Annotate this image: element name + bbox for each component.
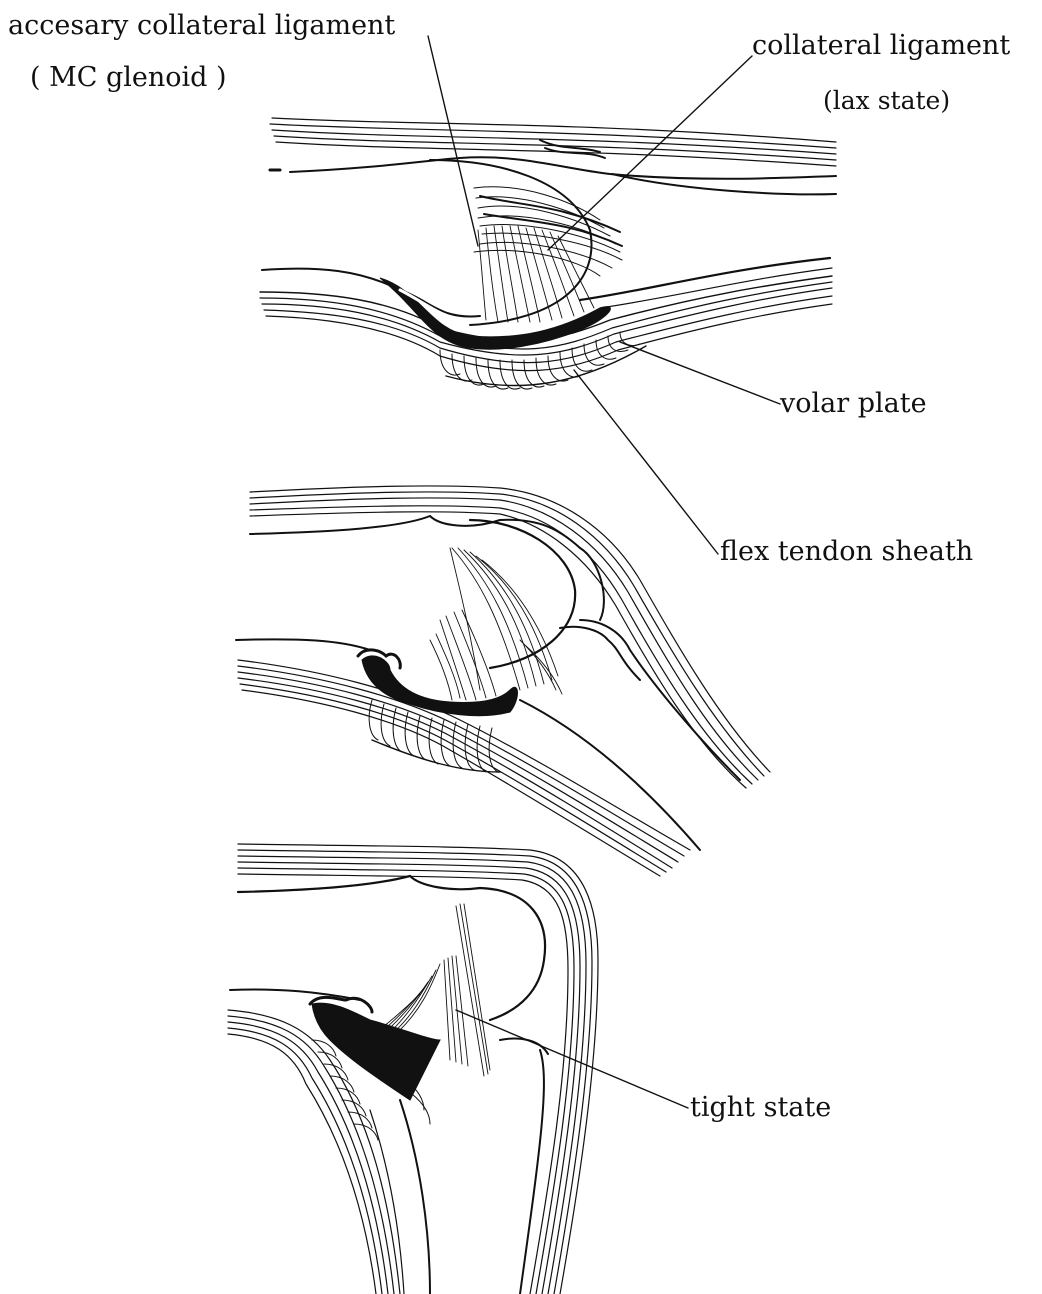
volar-plate-label: volar plate — [780, 390, 927, 417]
mc-glenoid-label: ( MC glenoid ) — [30, 64, 227, 91]
accessory-collateral-ligament-label: accesary collateral ligament — [8, 12, 395, 39]
leader-flex — [574, 370, 718, 554]
flex-tendon-sheath-label: flex tendon sheath — [720, 538, 973, 565]
volar-plate-panel3 — [312, 1003, 440, 1100]
volar-plate-panel1 — [380, 278, 610, 349]
panel-semiflexed — [236, 486, 770, 876]
leader-accessory — [428, 36, 478, 246]
tight-state-label: tight state — [690, 1094, 831, 1121]
accessory-ligament-panel1 — [478, 226, 594, 322]
collateral-ligament-panel2 — [430, 548, 562, 700]
panel-extended — [260, 118, 836, 389]
lax-state-label: (lax state) — [823, 88, 950, 113]
panel-flexed — [228, 844, 598, 1294]
volar-plate-panel2 — [362, 656, 518, 716]
dorsal-tendon-panel1 — [270, 118, 836, 166]
collateral-ligament-label: collateral ligament — [752, 32, 1010, 59]
leader-volar — [620, 342, 780, 404]
